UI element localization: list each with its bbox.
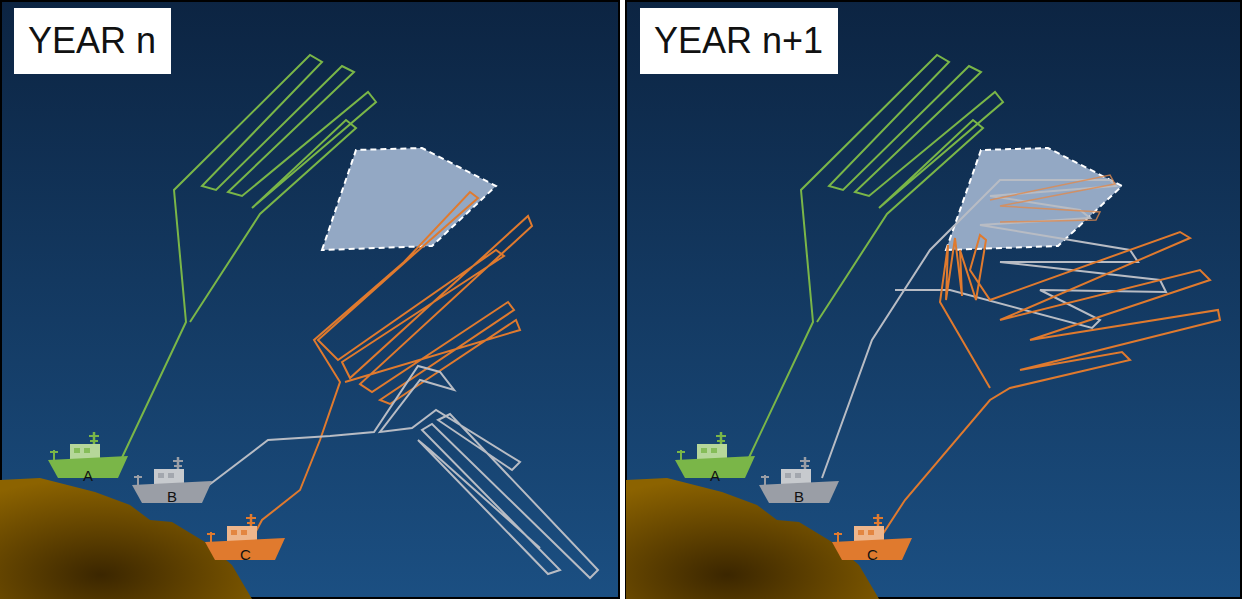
boat-letter: C: [240, 547, 251, 562]
boat-letter: A: [710, 468, 720, 483]
boat-letter: B: [794, 489, 804, 504]
boat-letter: A: [83, 468, 93, 483]
panel-title: YEAR n: [28, 20, 157, 62]
boat-letter: C: [867, 547, 878, 562]
panel-title: YEAR n+1: [654, 20, 824, 62]
panel-title-box: YEAR n: [14, 8, 171, 74]
panel-title-box: YEAR n+1: [640, 8, 838, 74]
boat-letter: B: [167, 489, 177, 504]
